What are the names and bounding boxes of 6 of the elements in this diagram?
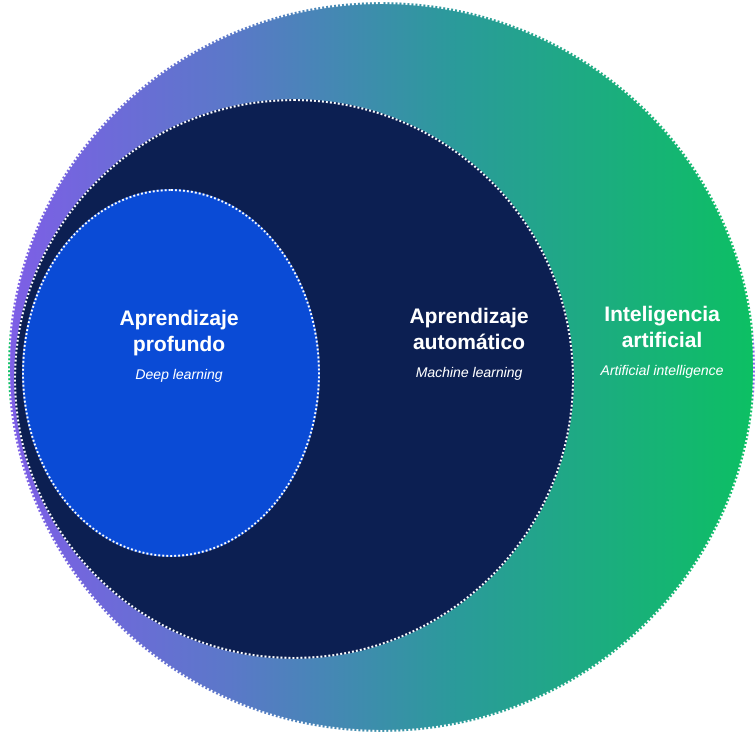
region-title: Aprendizaje profundo (118, 306, 240, 358)
region-title: Aprendizaje automático (408, 304, 530, 356)
region-title: Inteligencia artificial (603, 302, 721, 354)
region-subtitle: Artificial intelligence (599, 361, 724, 380)
region-subtitle: Machine learning (414, 363, 524, 382)
region-subtitle: Deep learning (134, 365, 224, 384)
